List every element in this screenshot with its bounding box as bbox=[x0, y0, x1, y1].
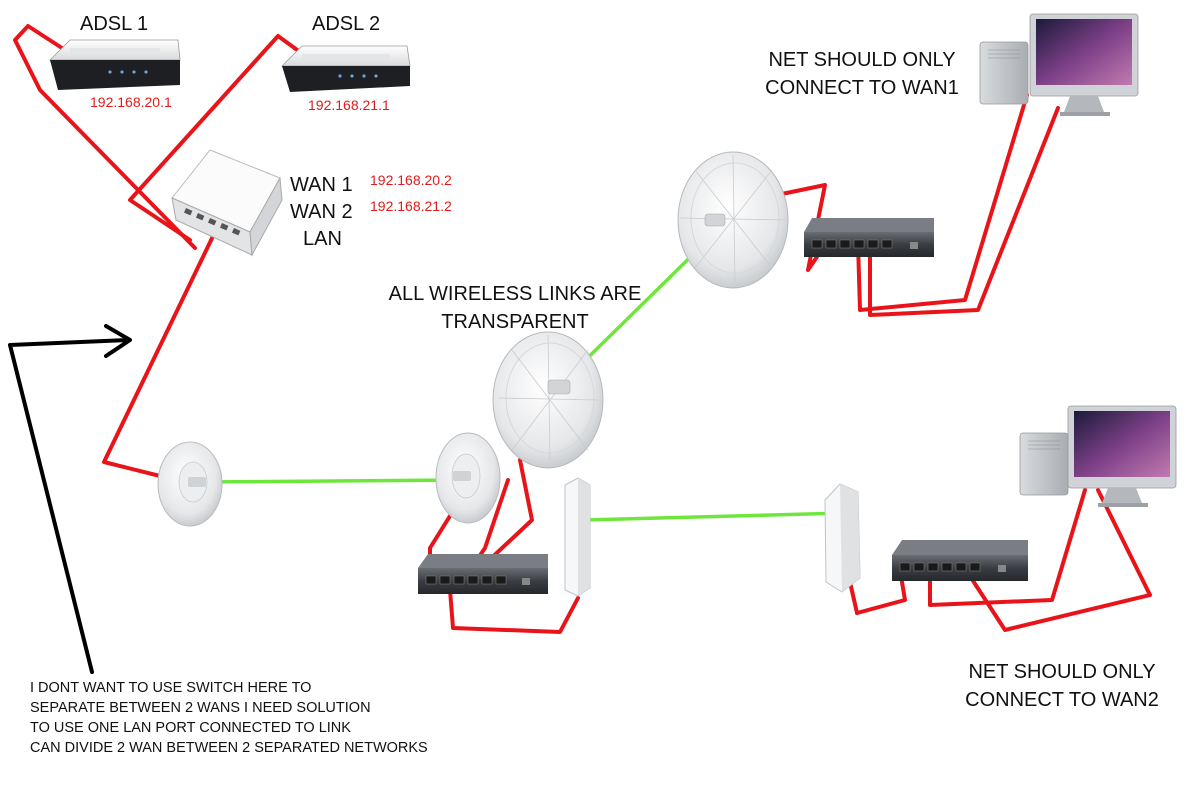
dish-antenna-left bbox=[157, 441, 223, 527]
cable-switch-imac1-a bbox=[856, 93, 1029, 312]
ip-wan1: 192.168.20.2 bbox=[370, 172, 452, 188]
sector-antenna-right bbox=[824, 483, 861, 593]
note-line: I DONT WANT TO USE SWITCH HERE TO bbox=[30, 680, 312, 696]
label-wan1: WAN 1 bbox=[290, 174, 353, 196]
wireless-link-ptp-3 bbox=[583, 511, 847, 522]
wireless-link-ptp-1 bbox=[198, 478, 462, 484]
cable-adsl2-router bbox=[128, 34, 302, 242]
ip-wan2: 192.168.21.2 bbox=[370, 198, 452, 214]
mac-pro-tower bbox=[979, 41, 1029, 105]
note-line: SEPARATE BETWEEN 2 WANS I NEED SOLUTION bbox=[30, 700, 371, 716]
computer-bottom-right bbox=[1019, 405, 1177, 507]
dish-antenna-big-center bbox=[492, 331, 604, 469]
switch-bottom-right bbox=[892, 540, 1028, 581]
ip-adsl1: 192.168.20.1 bbox=[90, 94, 172, 110]
label-adsl1: ADSL 1 bbox=[80, 13, 149, 35]
ip-adsl2: 192.168.21.1 bbox=[308, 97, 390, 113]
dish-antenna-center bbox=[435, 432, 501, 524]
pointer-arrow bbox=[8, 324, 132, 674]
cable-switch-loop bbox=[448, 588, 580, 634]
mac-pro-tower bbox=[1019, 432, 1069, 496]
switch-left bbox=[418, 554, 548, 594]
label-wan2: WAN 2 bbox=[290, 201, 353, 223]
adsl-modem-1 bbox=[49, 39, 181, 90]
label-net1-line2: CONNECT TO WAN1 bbox=[765, 77, 959, 99]
adsl-modem-2 bbox=[281, 45, 411, 92]
cable-switch-imac1-b bbox=[868, 106, 1060, 317]
label-wireless-line1: ALL WIRELESS LINKS ARE bbox=[388, 283, 642, 305]
label-net2-line2: CONNECT TO WAN2 bbox=[965, 689, 1159, 711]
note-text: I DONT WANT TO USE SWITCH HERE TO SEPARA… bbox=[30, 678, 428, 758]
label-lan: LAN bbox=[303, 228, 342, 250]
cable-switch-imac2-a bbox=[928, 488, 1087, 607]
cable-switch-imac2-b bbox=[964, 488, 1152, 632]
switch-top-right bbox=[804, 218, 934, 257]
ethernet-cables bbox=[13, 24, 1152, 634]
label-wireless-line2: TRANSPARENT bbox=[441, 311, 589, 333]
label-adsl2: ADSL 2 bbox=[312, 13, 381, 35]
computer-top-right bbox=[979, 13, 1139, 116]
label-net1-line1: NET SHOULD ONLY bbox=[768, 49, 956, 71]
dish-antenna-top-right bbox=[677, 151, 789, 289]
cable-router-lan-dish bbox=[102, 230, 217, 480]
sector-antenna-left bbox=[564, 477, 591, 597]
label-net2-line1: NET SHOULD ONLY bbox=[968, 661, 1156, 683]
cable-sector-switch-2 bbox=[848, 568, 907, 615]
note-line: TO USE ONE LAN PORT CONNECTED TO LINK bbox=[30, 720, 351, 736]
cable-adsl1-router bbox=[13, 24, 197, 250]
note-line: CAN DIVIDE 2 WAN BETWEEN 2 SEPARATED NET… bbox=[30, 740, 428, 756]
router bbox=[171, 149, 283, 257]
